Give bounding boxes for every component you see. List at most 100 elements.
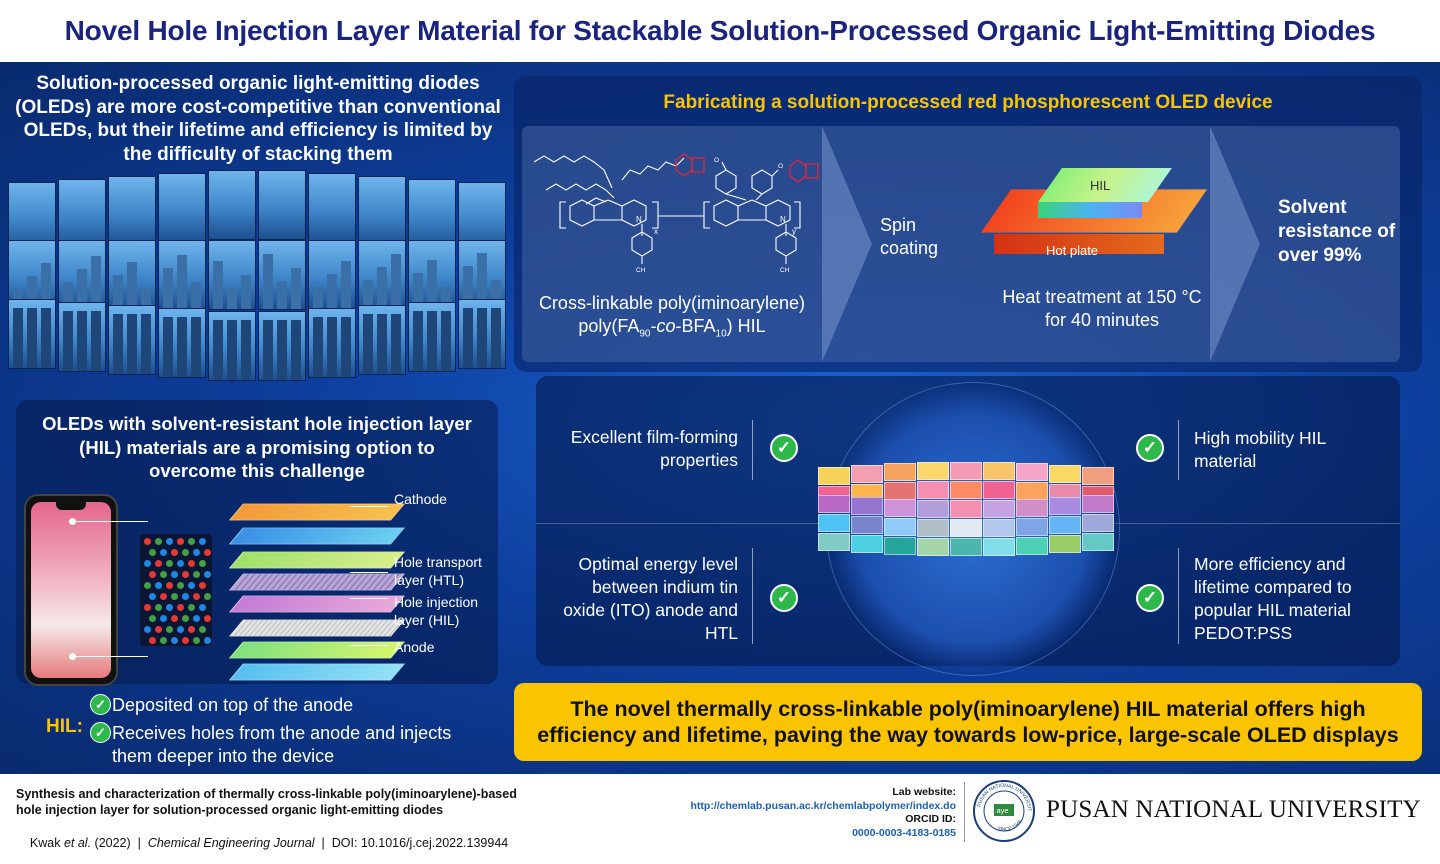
heat-treatment-caption: Heat treatment at 150 °C for 40 minutes [1002, 287, 1202, 330]
pixel-dot [166, 582, 173, 589]
spin-coating-step: Spin coating [880, 215, 939, 258]
hil-pointer [350, 598, 388, 599]
pixel-dot [177, 560, 184, 567]
pixel-dot [188, 560, 195, 567]
city-screen-tile [358, 304, 406, 375]
pixel-dot [166, 604, 173, 611]
city-screen-tile [458, 240, 506, 310]
stack-layer-green [228, 551, 406, 569]
curved-display [818, 462, 1118, 582]
hil-bullet-1: Deposited on top of the anode [112, 695, 354, 715]
pixel-dot [160, 615, 167, 622]
display-tile [983, 499, 1015, 518]
display-tile [1016, 482, 1048, 501]
city-screen-tile [8, 240, 56, 310]
city-screen-tile [58, 178, 106, 249]
lab-website-link[interactable]: http://chemlab.pusan.ac.kr/chemlabpolyme… [690, 799, 956, 812]
page-title: Novel Hole Injection Layer Material for … [64, 15, 1376, 46]
pixel-dot [166, 560, 173, 567]
summary-text: The novel thermally cross-linkable poly(… [537, 697, 1399, 747]
city-screen-tile [358, 175, 406, 246]
benefit-film-forming: Excellent film-forming properties [570, 427, 738, 470]
display-tile [851, 464, 883, 483]
benefit-divider-4 [1178, 548, 1179, 644]
footer: Synthesis and characterization of therma… [0, 774, 1440, 850]
display-tile [1082, 514, 1114, 533]
check-icon: ✓ [1136, 584, 1164, 612]
display-tile [1016, 498, 1048, 517]
intro-text: Solution-processed organic light-emittin… [15, 73, 501, 165]
display-tile [950, 500, 982, 518]
orcid-link[interactable]: 0000-0003-4183-0185 [852, 826, 956, 839]
polymer-caption-line2: poly(FA90-co-BFA10) HIL [578, 316, 766, 340]
display-tile [818, 495, 850, 514]
pixel-dot [171, 571, 178, 578]
pixel-dot [171, 615, 178, 622]
stack-layer-blue [228, 527, 406, 545]
step-arrow-1 [822, 126, 872, 362]
subscript-y: y [792, 227, 796, 236]
hil-block-label: HIL [1090, 178, 1111, 193]
display-tile [983, 481, 1015, 500]
city-screen-tile [8, 181, 56, 252]
pixel-dot [144, 604, 151, 611]
anode-label: Anode [394, 639, 435, 655]
display-tile [950, 462, 982, 480]
pixel-dot [182, 549, 189, 556]
pixel-dot [171, 593, 178, 600]
benefit-divider-1 [752, 420, 753, 480]
display-tile [917, 537, 949, 556]
check-icon: ✓ [770, 584, 798, 612]
display-tile [1016, 536, 1048, 555]
display-tile [917, 481, 949, 500]
city-screen-tile [258, 169, 306, 240]
city-screen-tile [8, 298, 56, 369]
fabrication-heading: Fabricating a solution-processed red pho… [663, 92, 1273, 113]
display-tile [983, 537, 1015, 556]
hil-bullet-2: Receives holes from the anode and inject… [112, 723, 452, 766]
display-tile [983, 518, 1015, 537]
pixel-dot [149, 615, 156, 622]
pixel-dot [155, 626, 162, 633]
pixel-dot [188, 604, 195, 611]
pixel-dot [149, 637, 156, 644]
cathode-label: Cathode [394, 491, 447, 507]
pixel-dot [199, 538, 206, 545]
pixel-dot [166, 626, 173, 633]
pixel-dot [182, 571, 189, 578]
cathode-pointer [350, 506, 388, 507]
nitrogen-label: N [636, 215, 642, 224]
city-screen-tile [208, 240, 256, 310]
oxygen-label: O [714, 157, 719, 164]
pixel-dot [204, 615, 211, 622]
pixel-dot [149, 571, 156, 578]
pixel-dot [155, 604, 162, 611]
pixel-dot [188, 626, 195, 633]
subscript-x: x [654, 227, 658, 236]
display-tile [851, 497, 883, 516]
pixel-dot [204, 637, 211, 644]
methyl-label: CH [636, 267, 646, 274]
display-tile [884, 482, 916, 501]
lab-website-label: Lab website: [892, 786, 956, 798]
pixel-dot [199, 626, 206, 633]
step-arrow-2 [1210, 126, 1260, 362]
hil-block-side [1038, 202, 1142, 218]
pixel-dot [199, 604, 206, 611]
htl-label: Hole transport layer (HTL) [394, 554, 482, 588]
callout-dot [69, 518, 76, 525]
display-tile [884, 536, 916, 555]
display-tile [884, 463, 916, 482]
paper-title: Synthesis and characterization of therma… [16, 787, 517, 817]
benefit-energy-level: Optimal energy level between indium tin … [563, 554, 738, 643]
display-tile [917, 499, 949, 518]
pixel-dot [188, 538, 195, 545]
benefit-divider-2 [1178, 420, 1179, 480]
city-screen-tile [408, 178, 456, 249]
display-tile [1082, 466, 1114, 485]
stack-layer-white [228, 619, 406, 637]
polymer-caption: Cross-linkable poly(iminoarylene) poly(F… [522, 292, 822, 346]
pixel-dot [182, 593, 189, 600]
city-screen-tile [108, 175, 156, 246]
hil-label: Hole injection layer (HIL) [394, 594, 479, 628]
